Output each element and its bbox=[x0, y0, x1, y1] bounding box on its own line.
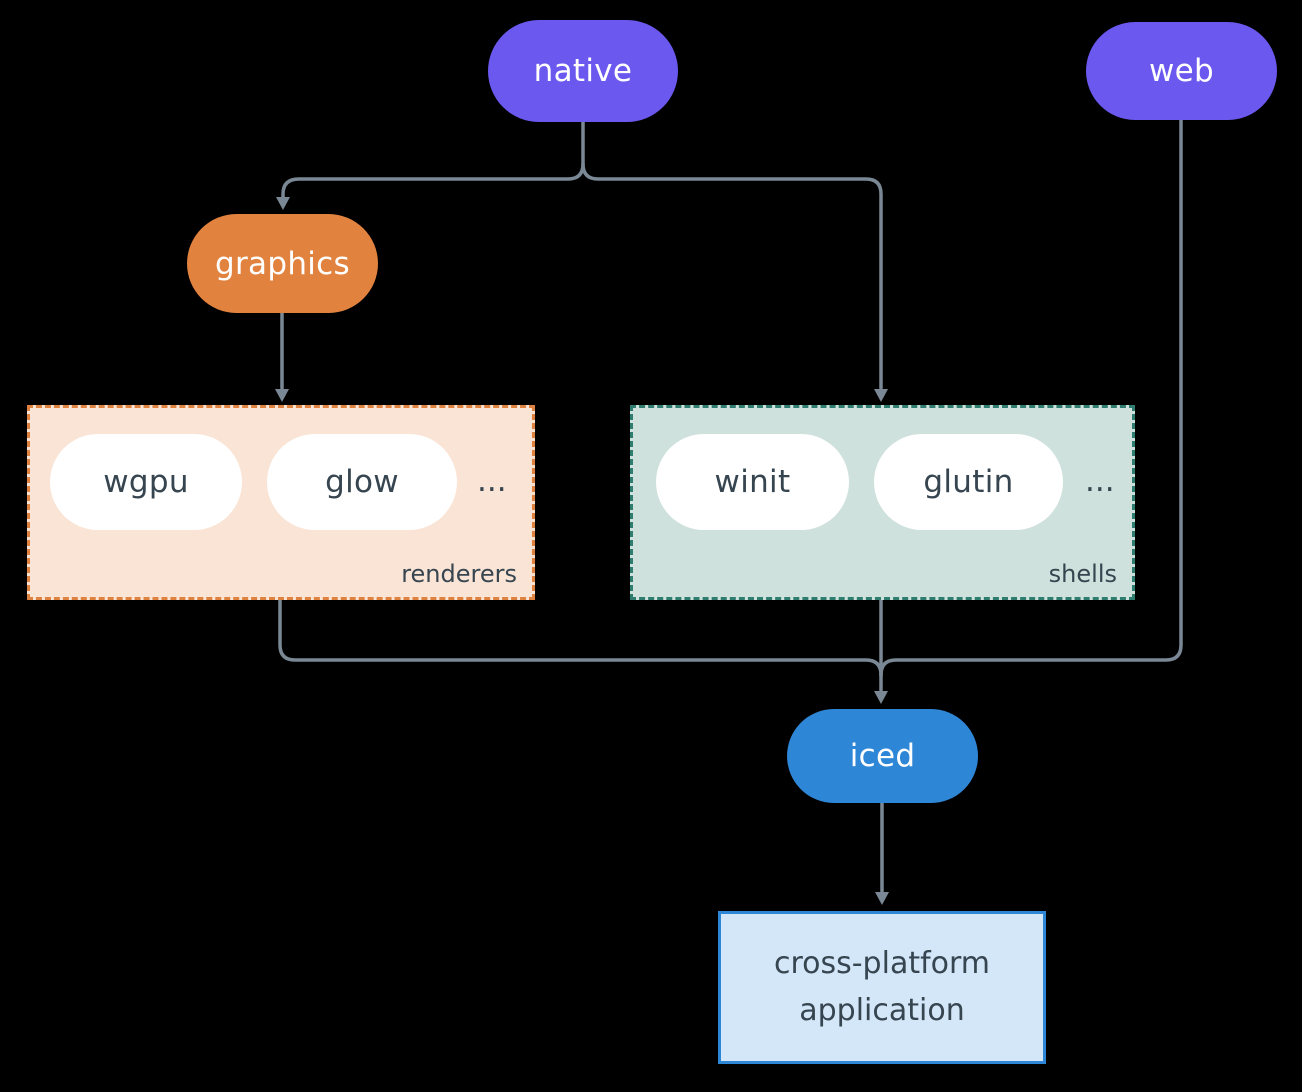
node-winit: winit bbox=[656, 434, 849, 530]
edge-native-shells bbox=[581, 162, 883, 390]
node-glow: glow bbox=[267, 434, 457, 530]
node-web-label: web bbox=[1148, 53, 1214, 89]
arrowhead-renderers bbox=[275, 389, 289, 402]
node-glow-label: glow bbox=[325, 464, 399, 500]
application-label-line1: cross-platform bbox=[773, 946, 991, 981]
edge-native-graphics bbox=[281, 120, 585, 199]
arrowhead-shells bbox=[874, 389, 888, 402]
edge-renderers-merge bbox=[278, 598, 883, 677]
shells-group-label: shells bbox=[1048, 560, 1117, 588]
node-cross-platform-application: cross-platform application bbox=[718, 911, 1046, 1064]
node-wgpu-label: wgpu bbox=[103, 464, 189, 500]
node-glutin-label: glutin bbox=[923, 464, 1014, 500]
arrowhead-graphics bbox=[276, 197, 290, 210]
arrowhead-iced bbox=[874, 691, 888, 704]
node-winit-label: winit bbox=[714, 464, 791, 500]
node-glutin: glutin bbox=[874, 434, 1063, 530]
group-renderers: wgpu glow ... renderers bbox=[27, 405, 535, 600]
shells-ellipsis: ... bbox=[1085, 463, 1115, 499]
node-graphics: graphics bbox=[187, 214, 378, 313]
renderers-group-label: renderers bbox=[401, 560, 517, 588]
application-label-line2: application bbox=[799, 992, 965, 1028]
node-native-label: native bbox=[533, 53, 633, 89]
arrowhead-application bbox=[875, 892, 889, 905]
node-iced: iced bbox=[787, 709, 978, 803]
node-native: native bbox=[488, 20, 678, 122]
node-wgpu: wgpu bbox=[50, 434, 242, 530]
renderers-ellipsis: ... bbox=[477, 463, 507, 499]
node-iced-label: iced bbox=[849, 738, 916, 774]
node-web: web bbox=[1086, 22, 1277, 120]
group-shells: winit glutin ... shells bbox=[630, 405, 1135, 600]
node-graphics-label: graphics bbox=[215, 245, 350, 282]
